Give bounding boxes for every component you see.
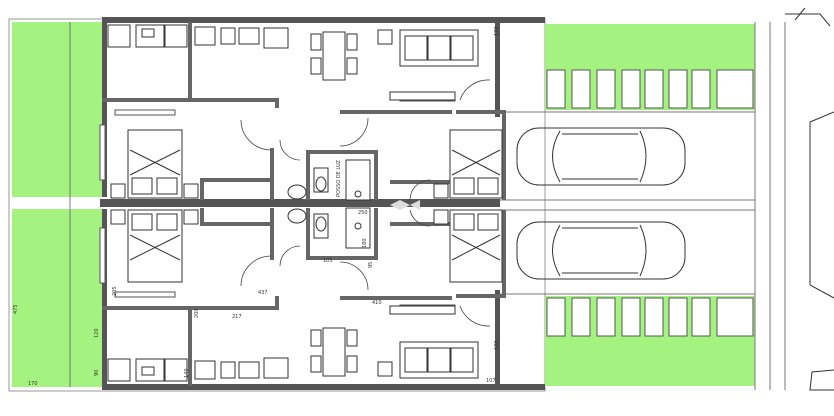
garage-lines bbox=[500, 22, 786, 390]
curb-right bbox=[809, 111, 834, 299]
dim-d12: 95 bbox=[368, 262, 374, 268]
bed-left-bottom bbox=[110, 209, 199, 283]
dim-d14: 120 bbox=[494, 340, 500, 350]
dim-d1: 437 bbox=[258, 290, 268, 296]
dining-table-bottom bbox=[310, 327, 358, 377]
bed-right-bottom bbox=[433, 209, 503, 283]
curb-corner bbox=[809, 369, 834, 391]
paving-blocks-top bbox=[546, 69, 754, 109]
dim-d16: 140 bbox=[184, 368, 190, 378]
watermark-logo bbox=[390, 200, 420, 210]
door-swings bbox=[240, 79, 491, 327]
car-bottom bbox=[516, 221, 686, 280]
dim-d13: 475 bbox=[13, 304, 19, 314]
kitchen-bottom bbox=[107, 357, 393, 382]
dim-d7: 410 bbox=[372, 300, 382, 306]
dim-d10: 180 bbox=[362, 238, 368, 248]
paving-blocks-bottom bbox=[546, 297, 754, 337]
grass-left-bottom bbox=[12, 209, 102, 387]
dim-d6: 170 bbox=[28, 381, 38, 387]
dim-d3: 200 bbox=[194, 308, 200, 318]
dim-d9: 250 bbox=[358, 210, 368, 216]
dim-d5: 120 bbox=[94, 328, 100, 338]
interior-walls-top bbox=[102, 22, 506, 200]
dim-d4: 205 bbox=[112, 286, 118, 296]
bathroom-fixtures bbox=[287, 159, 371, 249]
grass-left-top bbox=[12, 22, 102, 197]
dim-d8: 107 bbox=[486, 378, 496, 384]
car-top bbox=[516, 127, 686, 186]
break-mark bbox=[785, 7, 831, 27]
dim-d2: 217 bbox=[232, 314, 242, 320]
kitchen-top bbox=[107, 24, 393, 49]
sofa-bottom bbox=[389, 305, 479, 379]
dining-table-top bbox=[310, 31, 358, 81]
dim-d11: 105 bbox=[323, 258, 333, 264]
label-posso-de-luz: POSSO DE LUZ bbox=[336, 159, 342, 197]
bed-right-top bbox=[433, 129, 503, 199]
bed-left-top bbox=[110, 129, 199, 199]
sofa-top bbox=[389, 29, 479, 101]
dim-d17: 90 bbox=[94, 370, 100, 376]
exterior-walls bbox=[100, 17, 545, 390]
dim-d15: 170 bbox=[494, 26, 500, 36]
